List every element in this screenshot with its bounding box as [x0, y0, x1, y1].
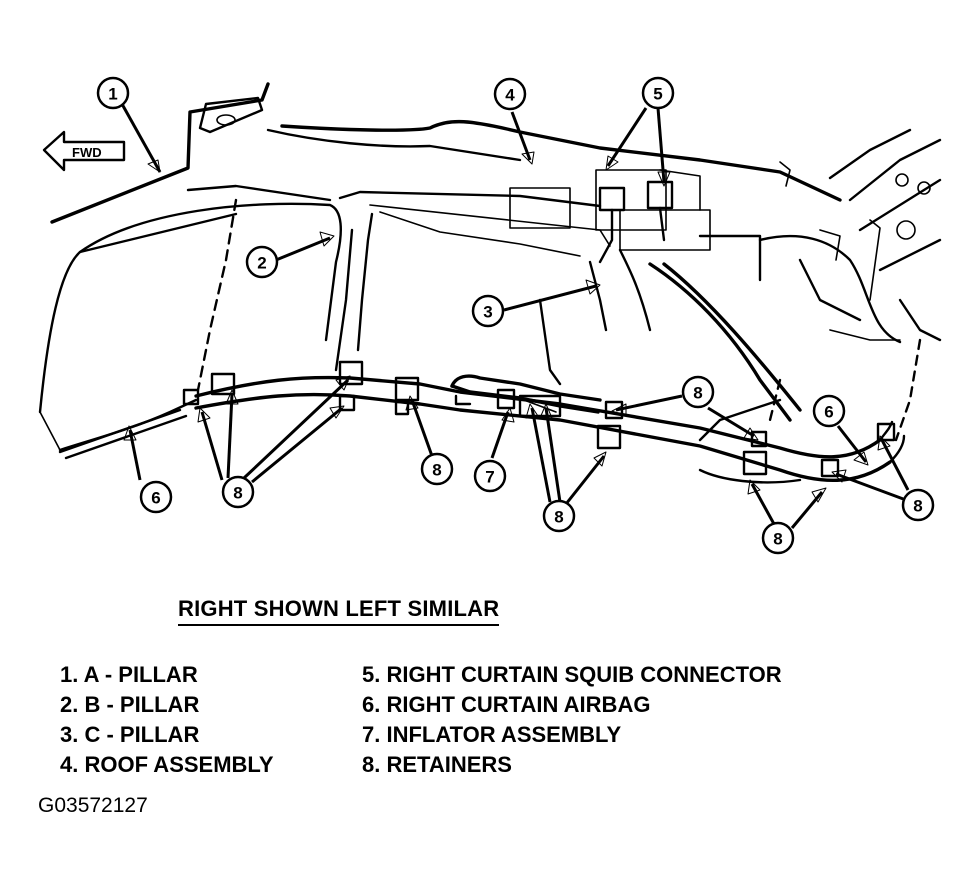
svg-text:1: 1: [108, 85, 117, 104]
svg-text:8: 8: [773, 530, 782, 549]
legend-item: 4. ROOF ASSEMBLY: [60, 752, 274, 777]
callout-3: 3: [471, 294, 505, 328]
fwd-arrow-icon: FWD: [42, 130, 126, 172]
inflator-assembly: [518, 394, 562, 418]
svg-text:8: 8: [913, 497, 922, 516]
legend-item: 8. RETAINERS: [362, 752, 512, 777]
svg-text:4: 4: [505, 86, 515, 105]
legend-item: 7. INFLATOR ASSEMBLY: [362, 722, 622, 747]
callout-8-f: 8: [901, 488, 935, 522]
svg-text:5: 5: [653, 85, 662, 104]
legend-item: 3. C - PILLAR: [60, 722, 200, 747]
callout-2: 2: [245, 245, 279, 279]
callout-6-left: 6: [139, 480, 173, 514]
svg-text:2: 2: [257, 254, 266, 273]
callout-8-c: 8: [542, 499, 576, 533]
retainer-clips: [182, 360, 896, 478]
fwd-label: FWD: [72, 145, 102, 160]
figure-id: G03572127: [38, 794, 148, 817]
callout-5: 5: [641, 76, 675, 110]
callout-4: 4: [493, 77, 527, 111]
svg-text:8: 8: [233, 484, 242, 503]
svg-text:6: 6: [824, 403, 833, 422]
legend-item: 5. RIGHT CURTAIN SQUIB CONNECTOR: [362, 662, 782, 687]
leader-lines: [120, 103, 910, 529]
callout-8-e: 8: [761, 521, 795, 555]
curtain-airbag-diagram: FWD: [38, 76, 942, 555]
svg-text:7: 7: [485, 468, 494, 487]
svg-text:3: 3: [483, 303, 492, 322]
diagram-subtitle: RIGHT SHOWN LEFT SIMILAR: [178, 596, 500, 626]
svg-text:8: 8: [432, 461, 441, 480]
callout-8-d: 8: [681, 375, 715, 409]
callout-7: 7: [473, 459, 507, 493]
squib-connector: [598, 180, 674, 264]
callout-8-b: 8: [420, 452, 454, 486]
legend-item: 2. B - PILLAR: [60, 692, 200, 717]
svg-text:6: 6: [151, 489, 160, 508]
legend-left-column: 1. A - PILLAR 2. B - PILLAR 3. C - PILLA…: [60, 660, 274, 780]
callouts: 1 2 3 4 5 6 6 7: [96, 76, 935, 555]
legend-item: 1. A - PILLAR: [60, 662, 198, 687]
legend-right-column: 5. RIGHT CURTAIN SQUIB CONNECTOR 6. RIGH…: [362, 660, 782, 780]
roof-structure: [38, 82, 942, 484]
legend-item: 6. RIGHT CURTAIN AIRBAG: [362, 692, 651, 717]
svg-text:8: 8: [693, 384, 702, 403]
callout-6-right: 6: [812, 394, 846, 428]
callout-8-a: 8: [221, 475, 255, 509]
callout-1: 1: [96, 76, 130, 110]
svg-text:8: 8: [554, 508, 563, 527]
